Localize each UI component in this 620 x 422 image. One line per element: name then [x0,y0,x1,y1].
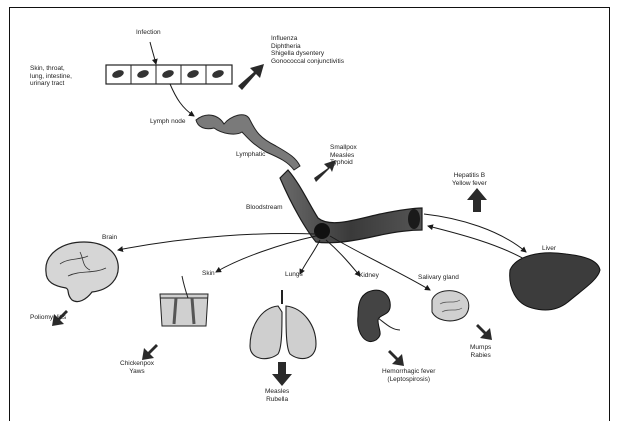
kidney-diseases-list: Hemorrhagic fever (Leptospirosis) [382,368,435,383]
disease-item: Measles [265,388,289,396]
entry-site-line: urinary tract [30,80,72,88]
disease-item: Hemorrhagic fever [382,368,435,376]
disease-item: Typhoid [330,159,357,167]
skin-shape [160,276,208,326]
disease-item: Measles [330,152,357,160]
liver-in-line [424,214,526,252]
lymphatic-label: Lymphatic [236,151,265,159]
salivary-disease-arrow [476,324,492,340]
systemic-diseases-list: Smallpox Measles Typhoid [330,144,357,167]
disease-item: Rubella [265,396,289,404]
brain-shape [46,242,118,302]
entry-sites-label: Skin, throat, lung, intestine, urinary t… [30,65,72,88]
disease-item: Smallpox [330,144,357,152]
bloodstream-vessel [280,170,422,243]
kidney-label: Kidney [359,272,379,280]
disease-item: Yaws [120,368,154,376]
skin-diseases-list: Chickenpox Yaws [120,360,154,375]
organ-branches [118,234,430,290]
liver-diseases-list: Hepatitis B Yellow fever [452,172,487,187]
lymph-node-label: Lymph node [150,118,186,126]
entry-site-line: Skin, throat, [30,65,72,73]
lungs-shape [250,290,316,359]
salivary-gland-label: Salivary gland [418,274,459,282]
salivary-diseases-list: Mumps Rabies [470,344,491,359]
disease-item: Mumps [470,344,491,352]
salivary-gland-shape [432,291,469,321]
local-diseases-list: Influenza Diphtheria Shigella dysentery … [271,35,344,65]
disease-item: Diphtheria [271,43,344,51]
lungs-label: Lungs [285,271,303,279]
disease-item: Rabies [470,352,491,360]
disease-item: Influenza [271,35,344,43]
entry-to-lymph-line [170,84,194,116]
liver-out-line [428,226,526,260]
disease-item: (Leptospirosis) [382,376,435,384]
infection-label: Infection [136,29,161,37]
lungs-disease-arrow [272,362,292,386]
skin-disease-arrow [142,344,158,360]
disease-item: Gonococcal conjunctivitis [271,58,344,66]
pathogenesis-diagram [10,8,611,422]
liver-label: Liver [542,245,556,253]
disease-item: Chickenpox [120,360,154,368]
disease-item: Hepatitis B [452,172,487,180]
disease-item: Shigella dysentery [271,50,344,58]
bloodstream-label: Bloodstream [246,204,283,212]
lungs-diseases-list: Measles Rubella [265,388,289,403]
infection-arrow [150,42,156,64]
brain-diseases-list: Poliomyelitis [30,314,66,322]
disease-item: Poliomyelitis [30,314,66,322]
disease-item: Yellow fever [452,180,487,188]
kidney-shape [358,290,400,341]
local-disease-arrow [238,64,264,90]
brain-label: Brain [102,234,117,242]
liver-shape [510,253,600,310]
kidney-disease-arrow [388,350,404,366]
liver-disease-arrow [467,188,487,212]
epithelial-cell-strip [106,65,232,84]
lymphatic-vessel [196,115,300,170]
entry-site-line: lung, intestine, [30,73,72,81]
diagram-frame: Infection Skin, throat, lung, intestine,… [9,7,610,421]
skin-label: Skin [202,270,215,278]
